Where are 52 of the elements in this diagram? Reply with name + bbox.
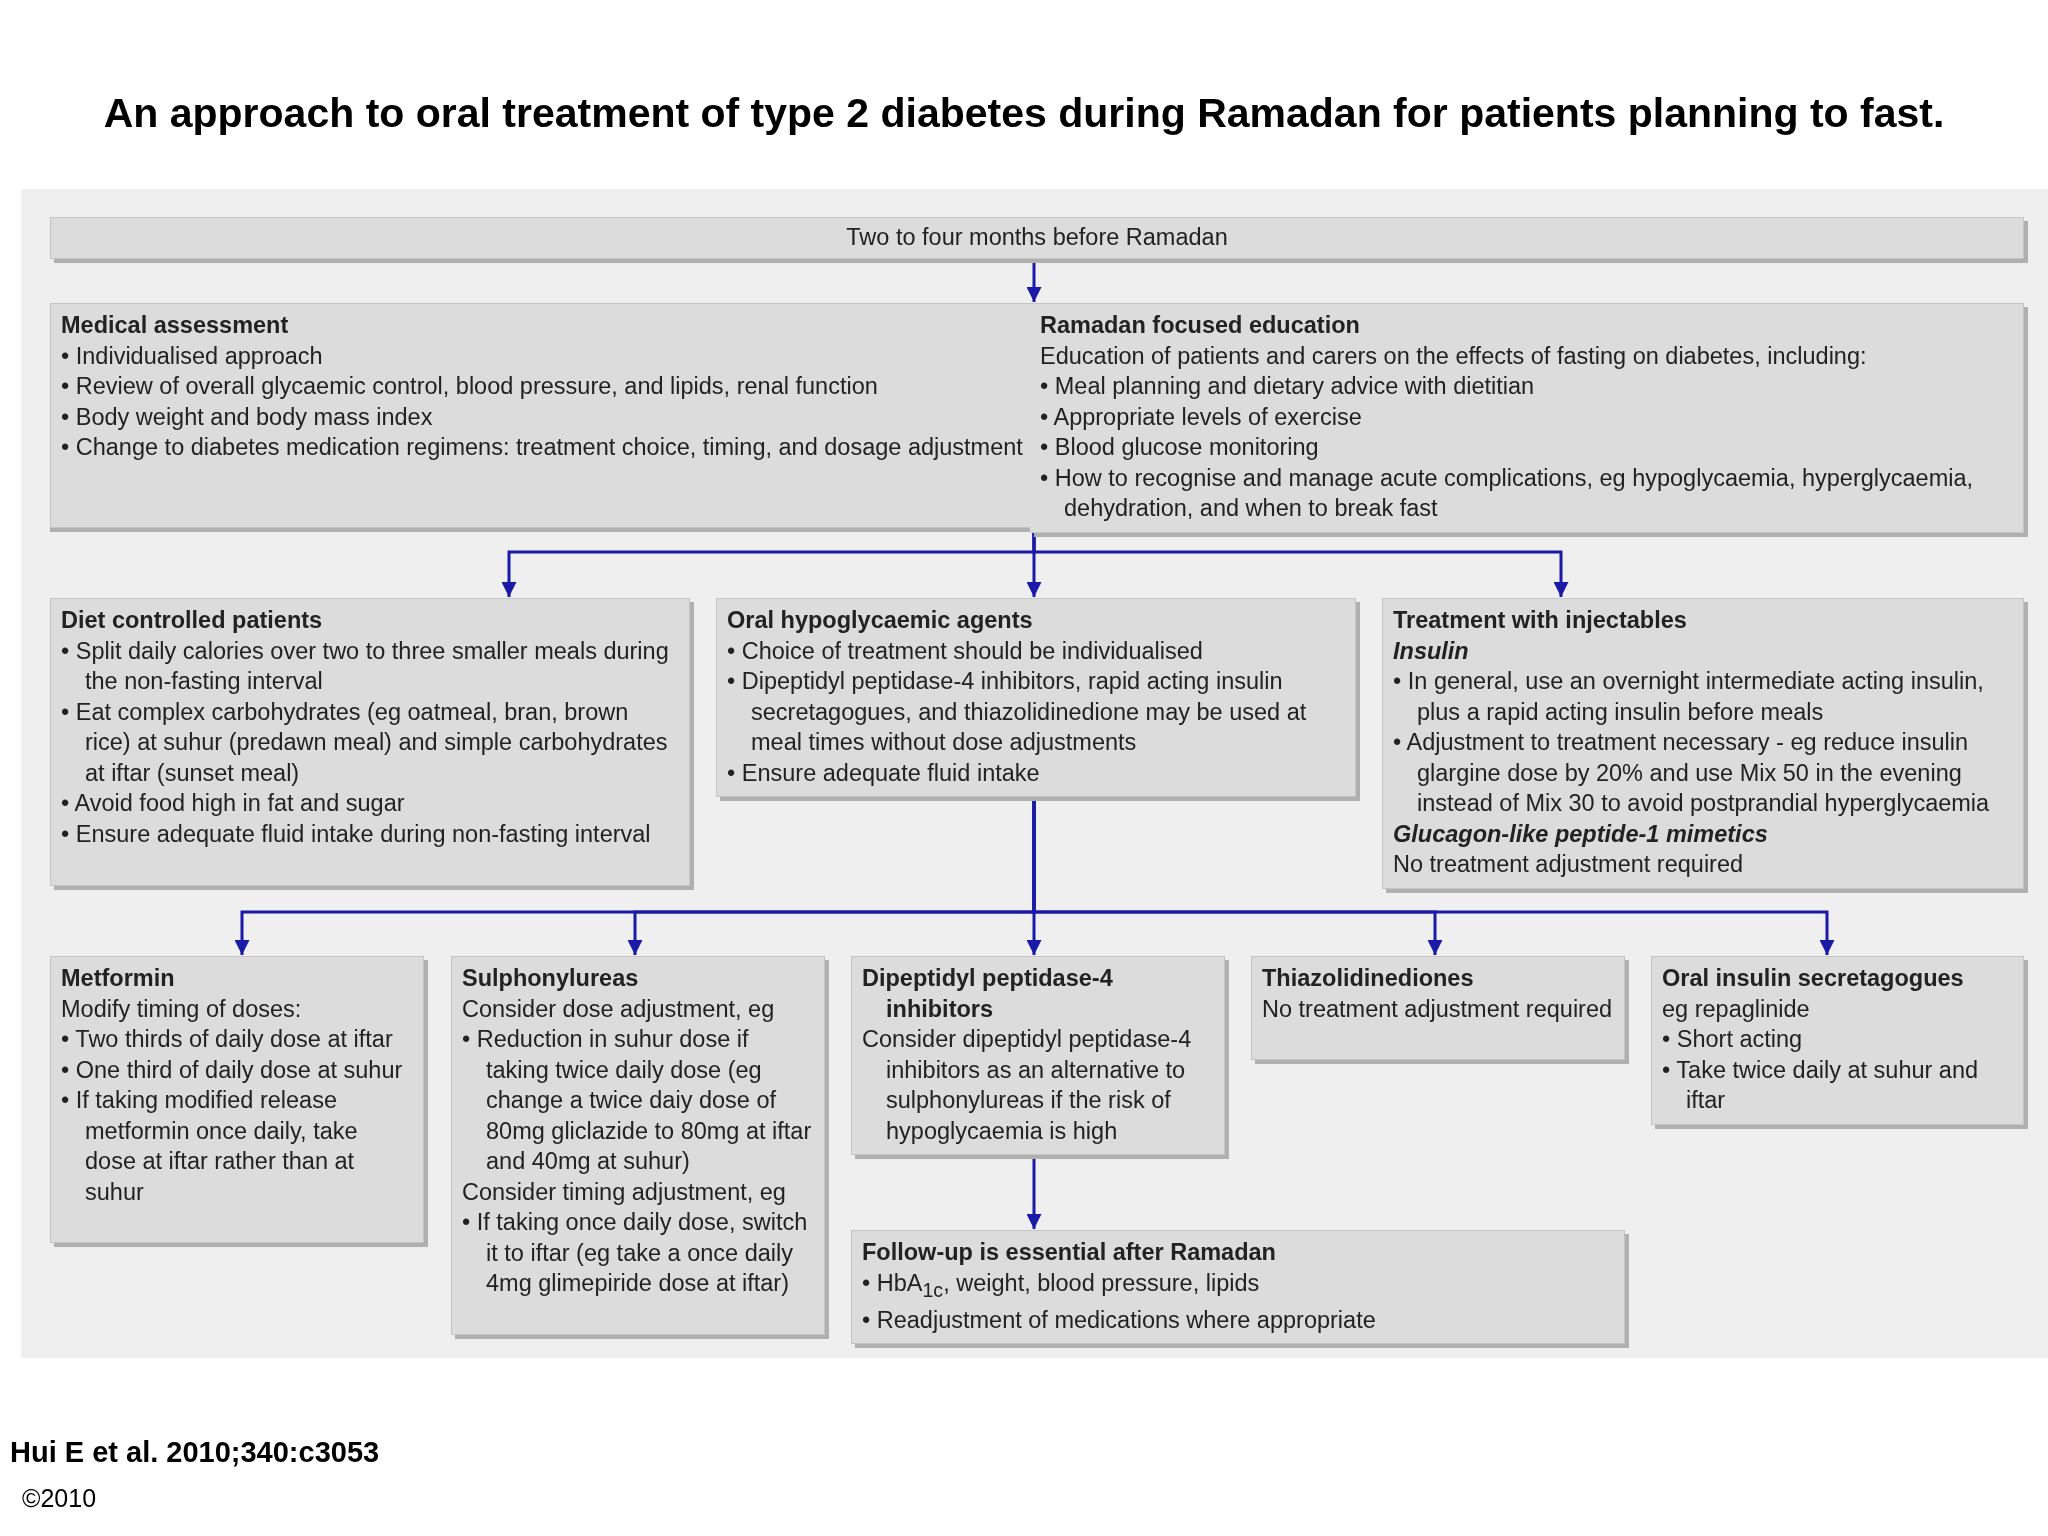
box-heading: Sulphonylureas bbox=[462, 964, 640, 993]
box-text: • Dipeptidyl peptidase-4 inhibitors, rapid acting insulin secretagogues, and thiazolidinedione may be used at meal times without dose adjustments bbox=[727, 667, 1308, 757]
box-heading: Oral hypoglycaemic agents bbox=[727, 606, 1034, 635]
box-text: • Meal planning and dietary advice with dietitian bbox=[1040, 372, 1536, 401]
box-text: • Ensure adequate fluid intake during non-fasting interval bbox=[61, 819, 652, 849]
box-heading: Diet controlled patients bbox=[61, 606, 324, 635]
box-text: • In general, use an overnight intermediate acting insulin, plus a rapid acting insulin before meals bbox=[1393, 667, 1985, 727]
box-text: • How to recognise and manage acute complications, eg hypoglycaemia, hyperglycaemia, dehydration, and when to break fast bbox=[1040, 463, 1975, 523]
box-text: • Avoid food high in fat and sugar bbox=[61, 789, 406, 818]
box-heading: Metformin bbox=[61, 964, 176, 993]
box-heading: Ramadan focused education bbox=[1040, 311, 1361, 340]
box-text: Modify timing of doses: bbox=[61, 994, 303, 1024]
box-subheading: Insulin bbox=[1393, 636, 1470, 666]
box-text: • Adjustment to treatment necessary - eg reduce insulin glargine dose by 20% and use Mix 50 in the evening instead of Mix 30 to avoid postprandial hyperglycaemia bbox=[1393, 728, 1991, 818]
box-text: • Blood glucose monitoring bbox=[1040, 433, 1320, 462]
box-text: • One third of daily dose at suhur bbox=[61, 1055, 404, 1085]
box-text: Consider dose adjustment, eg bbox=[462, 994, 776, 1024]
box-text: • Split daily calories over two to three smaller meals during the non-fasting interval bbox=[61, 636, 670, 696]
box-text: • Ensure adequate fluid intake bbox=[727, 758, 1041, 788]
box-text: • If taking modified release metformin once daily, take dose at iftar rather than at suhur bbox=[61, 1086, 359, 1207]
box-text: No treatment adjustment required bbox=[1262, 994, 1614, 1024]
box-heading: Treatment with injectables bbox=[1393, 606, 1688, 635]
box-text: • HbA$_{1c}$, weight, blood pressure, lipids bbox=[862, 1268, 1261, 1303]
citation-text: Hui E et al. 2010;340:c3053 bbox=[10, 1436, 380, 1469]
copyright-text: ©2010 bbox=[22, 1484, 97, 1513]
box-text: • Change to diabetes medication regimens: treatment choice, timing, and dosage adjustment bbox=[61, 433, 1024, 462]
box-text: • Individualised approach bbox=[61, 341, 324, 371]
arrow bbox=[1032, 532, 1569, 597]
diagram-title: An approach to oral treatment of type 2 diabetes during Ramadan for patients planning to fast. bbox=[102, 89, 1946, 138]
box-text: • Appropriate levels of exercise bbox=[1040, 402, 1363, 432]
box-text: • Take twice daily at suhur and iftar bbox=[1662, 1055, 1980, 1115]
box-text: • Review of overall glycaemic control, blood pressure, and lipids, renal function bbox=[61, 372, 879, 401]
box-text: eg repaglinide bbox=[1662, 994, 1811, 1024]
box-text: No treatment adjustment required bbox=[1393, 850, 1745, 879]
box-text: • Choice of treatment should be individualised bbox=[727, 636, 1204, 666]
box-heading: Follow-up is essential after Ramadan bbox=[862, 1238, 1277, 1267]
box-heading: Medical assessment bbox=[61, 311, 290, 340]
box-heading: Thiazolidinediones bbox=[1262, 964, 1475, 993]
box-text: • Short acting bbox=[1662, 1025, 1804, 1054]
box-subheading: Glucagon-like peptide-1 mimetics bbox=[1393, 819, 1769, 849]
box-heading: Oral insulin secretagogues bbox=[1662, 964, 1965, 993]
box-text: Two to four months before Ramadan bbox=[845, 223, 1229, 252]
box-text: • Two thirds of daily dose at iftar bbox=[61, 1025, 394, 1054]
box-text: • Readjustment of medications where appropriate bbox=[862, 1305, 1377, 1335]
box-heading: Dipeptidyl peptidase-4 inhibitors bbox=[862, 964, 1114, 1024]
box-text: Consider timing adjustment, eg bbox=[462, 1177, 787, 1207]
box-text: • If taking once daily dose, switch it to iftar (eg take a once daily 4mg glimepiride dose at iftar) bbox=[462, 1208, 809, 1298]
box-text: • Eat complex carbohydrates (eg oatmeal, bran, brown rice) at suhur (predawn meal) and simple carbohydrates at iftar (sunset meal) bbox=[61, 697, 669, 788]
box-text: • Body weight and body mass index bbox=[61, 402, 434, 432]
box-text: Education of patients and carers on the effects of fasting on diabetes, including: bbox=[1040, 341, 1868, 371]
box-text: • Reduction in suhur dose if taking twice daily dose (eg change a twice daiy dose of 80mg gliclazide to 80mg at iftar and 40mg at suhur) bbox=[462, 1025, 813, 1176]
box-text: Consider dipeptidyl peptidase-4 inhibitors as an alternative to sulphonylureas if the risk of hypoglycaemia is high bbox=[862, 1025, 1193, 1146]
